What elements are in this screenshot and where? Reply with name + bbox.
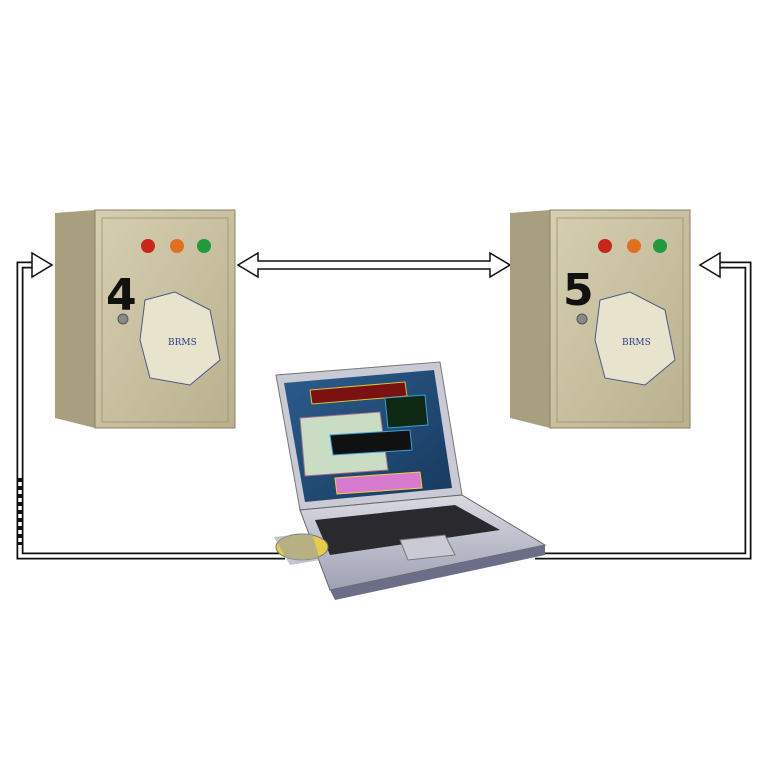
connector-cabinet4-cabinet5 <box>236 251 512 279</box>
brms-logo-icon <box>594 291 676 386</box>
cabinet-label: 5 <box>563 265 594 316</box>
lock-icon <box>576 313 588 325</box>
cabinet-label: 4 <box>106 270 137 321</box>
cabinet-4: 4 BRMS <box>55 209 236 429</box>
logo-lettering: BRMS <box>168 338 197 348</box>
arrowhead-icon <box>698 251 721 279</box>
laptop <box>274 361 547 600</box>
orange-lamp-icon <box>170 239 184 253</box>
arrowhead-icon <box>31 251 54 279</box>
touchpad <box>399 534 456 561</box>
cabinet-5: 5 BRMS <box>510 209 691 429</box>
red-lamp-icon <box>598 239 612 253</box>
connector-laptop-cabinet4 <box>16 251 285 560</box>
orange-lamp-icon <box>627 239 641 253</box>
connector-laptop-cabinet5 <box>535 251 752 560</box>
red-lamp-icon <box>141 239 155 253</box>
green-lamp-icon <box>653 239 667 253</box>
keyboard <box>315 505 500 555</box>
logo-lettering: BRMS <box>622 338 651 348</box>
lock-icon <box>117 313 129 325</box>
brms-logo-icon <box>139 291 221 386</box>
green-lamp-icon <box>197 239 211 253</box>
